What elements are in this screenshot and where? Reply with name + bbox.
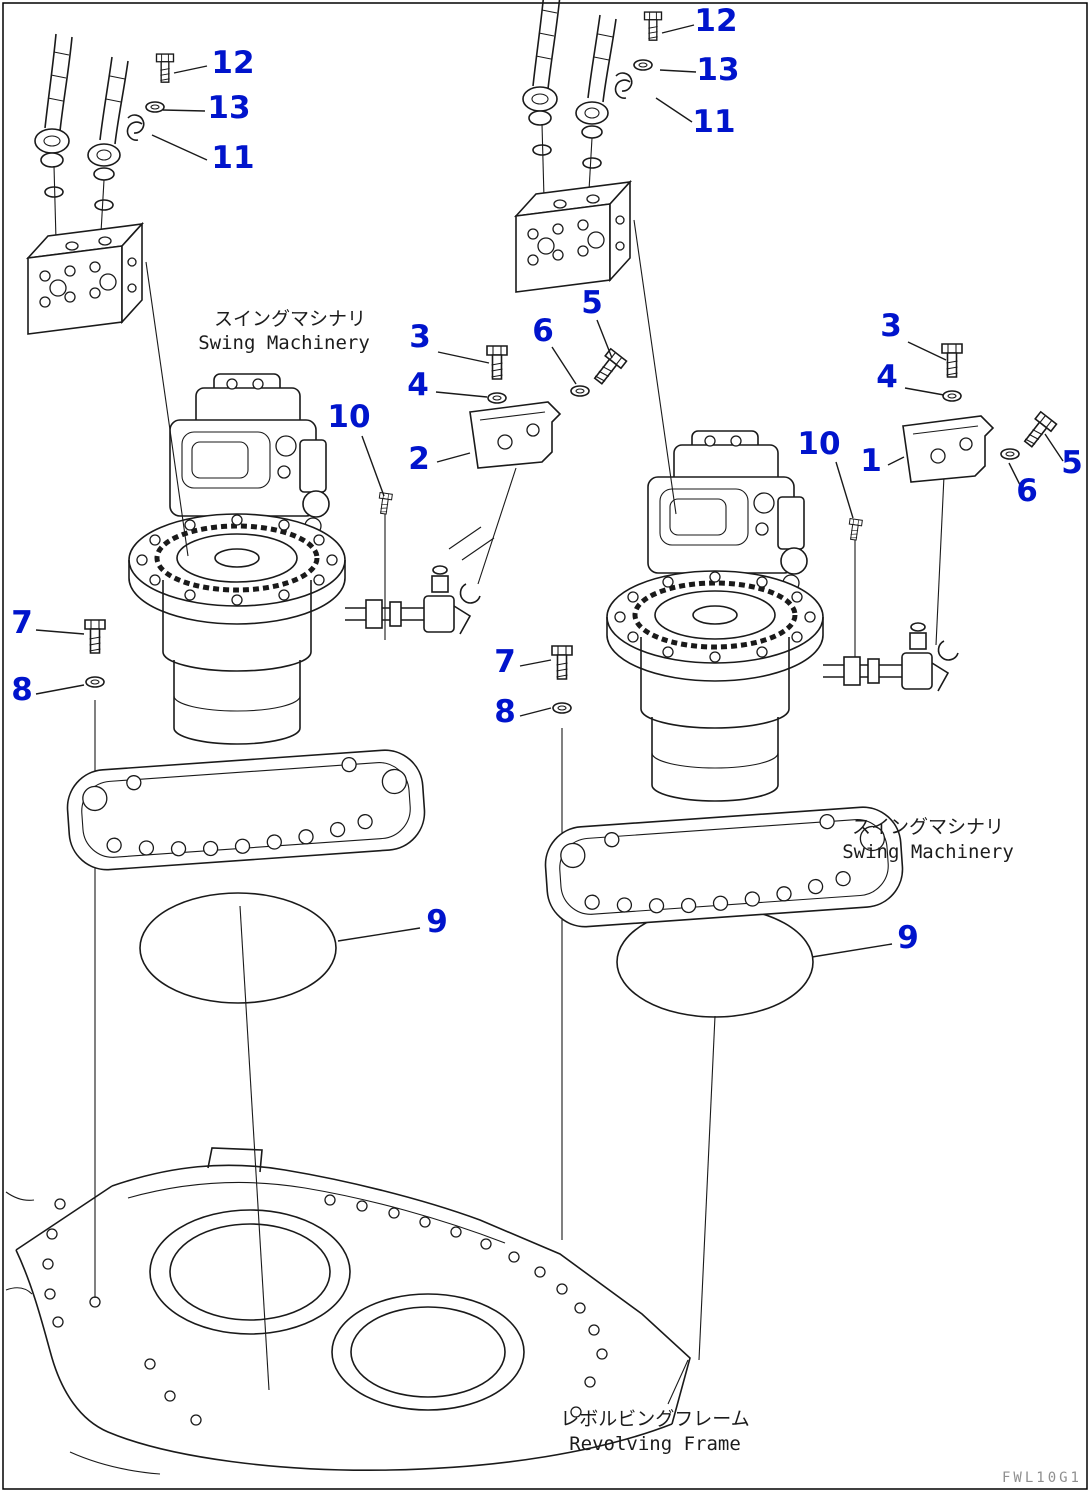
revolving-frame [5,1147,691,1475]
callout-8-21: 8 [494,694,516,730]
callout-2-11: 2 [408,441,430,477]
callout-1-15: 1 [860,443,882,479]
drawing-code: FWL10G1 [1002,1470,1082,1486]
revolving-frame-label-jp: レボルビングフレーム [560,1408,749,1430]
callout-4-13: 4 [876,359,898,395]
callout-6-16: 6 [1016,473,1038,509]
callout-12-0: 12 [211,45,254,81]
callout-9-23: 9 [897,920,919,956]
bolt5-washer6-left [571,349,626,396]
hose-valve-group-left [28,34,188,556]
bolt10-left [377,493,392,515]
callout-12-3: 12 [694,3,737,39]
callout-7-18: 7 [11,605,33,641]
bracket-item1 [902,415,994,483]
callout-5-6: 5 [581,285,603,321]
swing-machinery-right-label-en: Swing Machinery [842,841,1014,863]
swing-machinery-right-label-jp: スイングマシナリ [852,816,1004,838]
bolt5-washer6-right [1001,412,1056,459]
shim-right [616,906,814,1018]
callout-11-5: 11 [692,104,735,140]
callout-8-19: 8 [11,672,33,708]
callout-4-9: 4 [407,367,429,403]
bolt3-washer4-left [487,346,507,403]
callout-13-4: 13 [696,52,739,88]
bolt3-washer4-right [942,344,962,401]
callout-5-17: 5 [1061,445,1083,481]
shim-left [139,892,337,1004]
callout-7-20: 7 [494,644,516,680]
callout-3-7: 3 [409,319,431,355]
callout-10-10: 10 [327,399,370,435]
bolt-washer-left [85,620,105,687]
bolt10-right [847,519,862,541]
leader-lines [35,24,1064,958]
swing-machinery-left-label-jp: スイングマシナリ [214,308,366,330]
revolving-frame-label-en: Revolving Frame [569,1433,741,1455]
swing-machinery-left-label-en: Swing Machinery [198,332,370,354]
callout-6-8: 6 [532,313,554,349]
callout-9-22: 9 [426,904,448,940]
bolt-washer-center [552,646,572,713]
callout-13-1: 13 [207,90,250,126]
callout-10-14: 10 [797,426,840,462]
callout-3-12: 3 [880,308,902,344]
callout-11-2: 11 [211,140,254,176]
bracket-item2 [469,401,561,469]
